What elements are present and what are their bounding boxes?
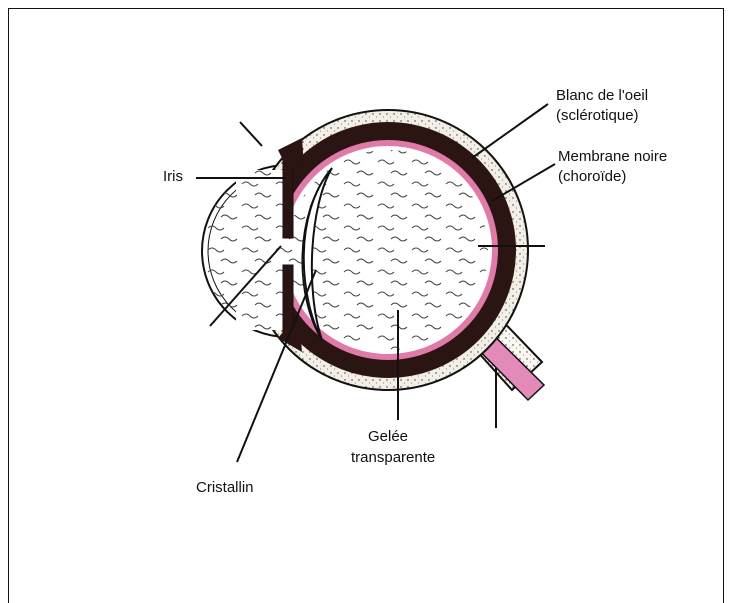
label-iris: Iris [163, 167, 183, 186]
label-vitreous-line2: transparente [351, 448, 435, 467]
label-vitreous-line1: Gelée [368, 427, 408, 446]
label-choroid-line1: Membrane noire [558, 147, 667, 166]
label-lens: Cristallin [196, 478, 254, 497]
label-choroid-line2: (choroïde) [558, 167, 626, 186]
label-sclera-line2: (sclérotique) [556, 106, 639, 125]
front-opening [236, 170, 288, 330]
label-sclera-line1: Blanc de l'oeil [556, 86, 648, 105]
cornea-leader [240, 122, 262, 146]
sclera-leader [472, 104, 548, 158]
